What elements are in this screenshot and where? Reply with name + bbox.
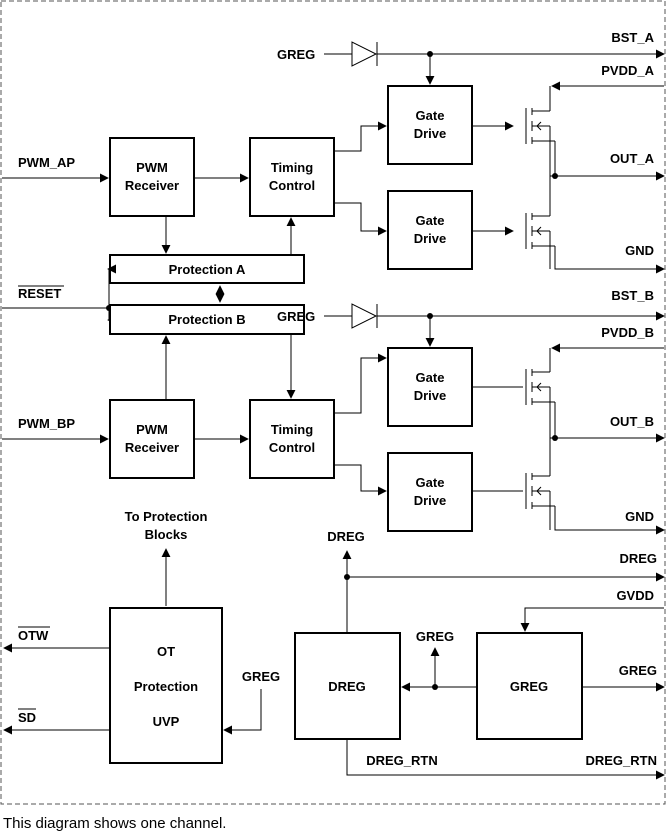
svg-text:PWM_AP: PWM_AP (18, 155, 75, 170)
signal-out-a: OUT_A (610, 151, 655, 166)
signal-bst-a: BST_A (611, 30, 654, 45)
mosfet-a-low-icon (525, 176, 551, 269)
svg-text:GREG: GREG (242, 669, 280, 684)
svg-text:Timing: Timing (271, 422, 313, 437)
gate-drive-b-low-block: Gate Drive (387, 452, 473, 532)
svg-text:UVP: UVP (153, 714, 180, 729)
signal-reset: RESET (2, 285, 109, 309)
signal-greg-out: GREG (619, 663, 657, 678)
svg-text:PWM: PWM (136, 422, 168, 437)
signal-bst-b: BST_B (611, 288, 654, 303)
pwm-receiver-b-block: PWM Receiver (109, 399, 195, 479)
svg-text:Protection B: Protection B (168, 312, 245, 327)
mosfet-b-high-icon (525, 348, 551, 438)
gate-drive-b-high-block: Gate Drive (387, 347, 473, 427)
signal-gnd-a: GND (625, 243, 654, 258)
diagram-border (0, 0, 666, 805)
signal-greg-ot: GREG (223, 669, 280, 735)
svg-text:Gate: Gate (416, 213, 445, 228)
signal-pvdd-b: PVDD_B (601, 325, 654, 340)
timing-control-a-block: Timing Control (249, 137, 335, 217)
timing-control-b-block: Timing Control (249, 399, 335, 479)
gate-drive-a-low-block: Gate Drive (387, 190, 473, 270)
svg-text:Control: Control (269, 440, 315, 455)
svg-text:Timing: Timing (271, 160, 313, 175)
svg-text:GREG: GREG (277, 309, 315, 324)
signal-greg-b: GREG (277, 309, 352, 324)
svg-text:OT: OT (157, 644, 175, 659)
signal-pvdd-a: PVDD_A (601, 63, 654, 78)
svg-text:Gate: Gate (416, 475, 445, 490)
svg-text:Receiver: Receiver (125, 178, 179, 193)
svg-text:GREG: GREG (277, 47, 315, 62)
svg-text:Gate: Gate (416, 370, 445, 385)
svg-text:DREG: DREG (328, 679, 366, 694)
pwm-receiver-a-block: PWM Receiver (109, 137, 195, 217)
protection-b-block: Protection B (109, 304, 305, 335)
svg-text:Drive: Drive (414, 126, 447, 141)
signal-dreg-top: DREG (327, 529, 365, 544)
svg-text:Receiver: Receiver (125, 440, 179, 455)
diode-b-icon (351, 303, 378, 329)
signal-dreg-rtn-mid: DREG_RTN (366, 753, 438, 768)
svg-text:Protection: Protection (134, 679, 198, 694)
svg-text:Drive: Drive (414, 388, 447, 403)
signal-sd: SD (3, 708, 110, 735)
diagram-caption: This diagram shows one channel. (3, 815, 226, 832)
svg-text:Blocks: Blocks (145, 527, 188, 542)
signal-greg-mid: GREG (416, 629, 454, 644)
svg-text:Control: Control (269, 178, 315, 193)
svg-text:Gate: Gate (416, 108, 445, 123)
svg-text:To Protection: To Protection (125, 509, 208, 524)
diode-a-icon (351, 41, 378, 67)
mosfet-a-high-icon (525, 86, 551, 176)
ot-protection-uvp-block: OT Protection UVP (109, 607, 223, 764)
svg-text:OTW: OTW (18, 628, 49, 643)
signal-pwm-ap: PWM_AP (2, 155, 109, 183)
signal-gvdd: GVDD (616, 588, 654, 603)
svg-text:GREG: GREG (510, 679, 548, 694)
protection-a-block: Protection A (109, 254, 305, 284)
signal-dreg-out: DREG (619, 551, 657, 566)
signal-pwm-bp: PWM_BP (2, 416, 109, 444)
greg-block: GREG (476, 632, 583, 740)
svg-text:PWM: PWM (136, 160, 168, 175)
svg-text:Drive: Drive (414, 231, 447, 246)
signal-out-b: OUT_B (610, 414, 654, 429)
signal-to-protection: To Protection Blocks (125, 509, 208, 542)
dreg-block: DREG (294, 632, 401, 740)
signal-gnd-b: GND (625, 509, 654, 524)
svg-text:RESET: RESET (18, 286, 61, 301)
svg-text:Protection A: Protection A (169, 262, 246, 277)
svg-text:PWM_BP: PWM_BP (18, 416, 75, 431)
svg-text:SD: SD (18, 710, 36, 725)
svg-text:Drive: Drive (414, 493, 447, 508)
mosfet-b-low-icon (525, 438, 551, 530)
signal-dreg-rtn-out: DREG_RTN (585, 753, 657, 768)
signal-greg-a: GREG (277, 47, 352, 62)
gate-drive-a-high-block: Gate Drive (387, 85, 473, 165)
signal-otw: OTW (3, 626, 110, 653)
